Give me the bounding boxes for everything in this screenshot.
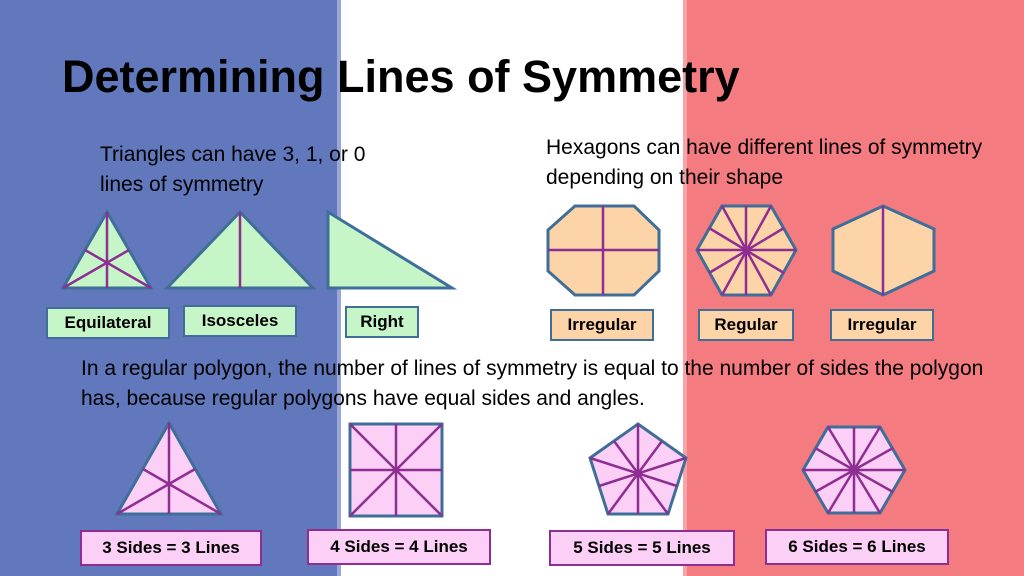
- isosceles-triangle-shape: [163, 209, 317, 290]
- band-edge-right: [683, 0, 687, 576]
- label-6-sides: 6 Sides = 6 Lines: [765, 529, 949, 565]
- label-isosceles: Isosceles: [183, 305, 297, 337]
- right-triangle-shape: [326, 209, 458, 290]
- slide-title: Determining Lines of Symmetry: [62, 51, 740, 102]
- regular-hexagon-six-lines-shape: [801, 425, 907, 515]
- label-irregular-1: Irregular: [550, 309, 654, 341]
- label-irregular-2: Irregular: [830, 309, 934, 341]
- regular-polygons-description: In a regular polygon, the number of line…: [81, 357, 984, 411]
- equilateral-triangle-shape: [60, 209, 154, 290]
- label-4-sides: 4 Sides = 4 Lines: [307, 529, 491, 565]
- regular-hexagon-shape: [695, 204, 798, 297]
- irregular-hexagon-vertical-shape: [831, 204, 936, 297]
- irregular-hexagon-horizontal-shape: [546, 204, 661, 297]
- pentagon-shape: [588, 422, 688, 516]
- label-regular: Regular: [698, 309, 794, 341]
- hexagons-description: Hexagons can have different lines of sym…: [546, 136, 983, 190]
- regular-triangle-shape: [114, 419, 224, 516]
- label-equilateral: Equilateral: [46, 307, 170, 339]
- label-right: Right: [345, 306, 419, 338]
- label-3-sides: 3 Sides = 3 Lines: [80, 530, 262, 566]
- triangles-description: Triangles can have 3, 1, or 0 lines of s…: [100, 143, 366, 197]
- label-5-sides: 5 Sides = 5 Lines: [549, 530, 735, 566]
- square-shape: [348, 422, 444, 518]
